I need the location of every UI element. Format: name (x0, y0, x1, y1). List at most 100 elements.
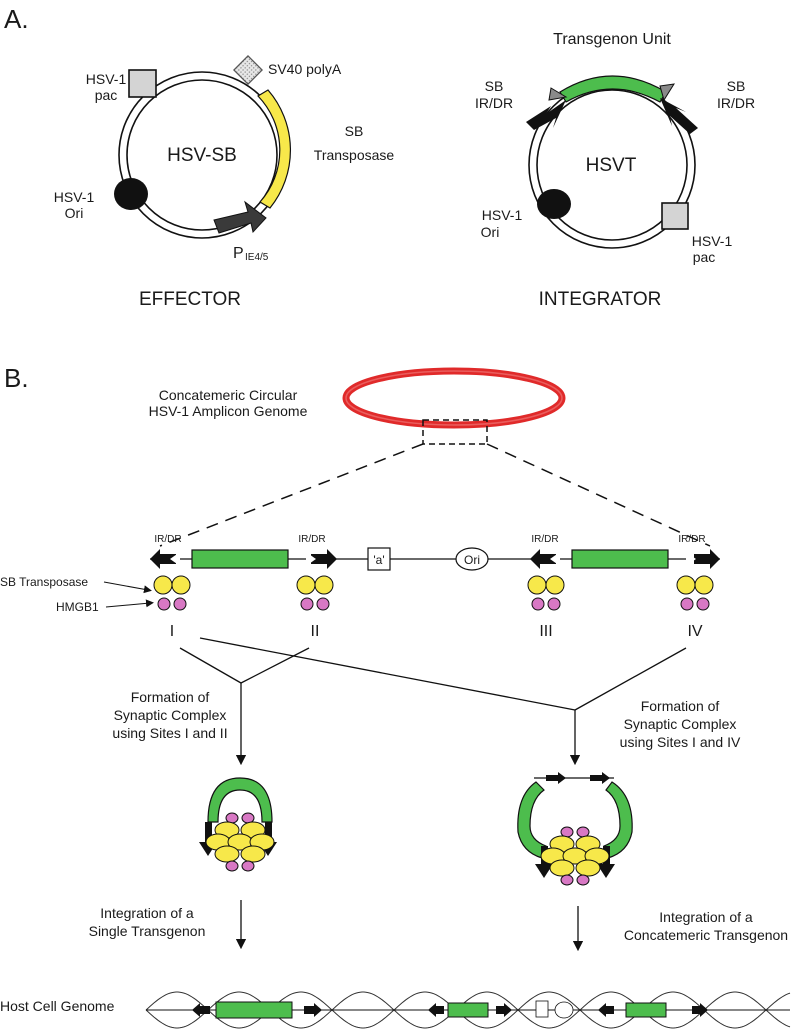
amplicon-label-2: HSV-1 Amplicon Genome (149, 403, 308, 419)
linear-map (150, 547, 720, 571)
site-label-IV: IV (687, 623, 702, 640)
left-irdr-arrow (526, 100, 566, 130)
transposase-dot (153, 575, 173, 595)
left-path-line-3: using Sites I and II (112, 725, 227, 741)
hmgb1-dot (241, 812, 255, 824)
effector-name: HSV-SB (167, 145, 237, 166)
left-integration-line-1: Integration of a (100, 905, 194, 921)
promoter-arrow (213, 200, 267, 234)
right-path-line-3: using Sites I and IV (620, 734, 741, 750)
transposase-label-2: Transposase (314, 147, 395, 163)
hmgb1-dot (560, 874, 574, 886)
integrator-name: HSVT (586, 155, 637, 176)
host-genome-inserts (192, 1000, 708, 1019)
panel-b-label: B. (4, 363, 29, 393)
transgenon-unit-label: Transgenon Unit (553, 31, 671, 48)
transposase-label-1: SB (345, 123, 364, 139)
right-irdr-arrow (660, 98, 698, 134)
integrator-pac-label-1: HSV-1 (692, 233, 733, 249)
transposase-dot (549, 859, 575, 877)
protein-groups (153, 575, 714, 611)
helix-strand-1 (145, 991, 791, 1029)
integrator-pac-label-2: pac (693, 249, 716, 265)
pathway-lines (179, 637, 687, 766)
hmgb1-dot (225, 812, 239, 824)
effector-title: EFFECTOR (139, 289, 241, 310)
synaptic-complex-single (199, 777, 277, 872)
protein-pair-3 (527, 575, 565, 611)
irdr-label-1: IR/DR (154, 534, 181, 545)
hmgb1-dot (241, 860, 255, 872)
effector-pac-label-2: pac (95, 87, 118, 103)
hmgb1-dot (560, 826, 574, 838)
synaptic-complex-concatemeric (517, 772, 633, 886)
protein-pair-4 (676, 575, 714, 611)
transposase-dot (296, 575, 316, 595)
promoter-label: P (233, 245, 244, 262)
site-label-III: III (539, 623, 552, 640)
irdr-label-3: IR/DR (531, 534, 558, 545)
right-path-line-1: Formation of (641, 698, 720, 714)
transposase-dot (676, 575, 696, 595)
left-path-line-2: Synaptic Complex (114, 707, 227, 723)
hmgb1-dot (547, 597, 561, 611)
transposase-dot (527, 575, 547, 595)
right-integration-line-1: Integration of a (659, 909, 753, 925)
integrator-pac (661, 202, 689, 230)
transgene-box-2 (571, 549, 669, 569)
transposase-dot (314, 575, 334, 595)
host-genome-label: Host Cell Genome (0, 998, 115, 1014)
amplicon-label-1: Concatemeric Circular (159, 387, 298, 403)
zoom-box (422, 419, 488, 445)
transposase-dot (240, 845, 266, 863)
left-integration-line-2: Single Transgenon (89, 923, 206, 939)
hmgb1-dot (531, 597, 545, 611)
site-label-I: I (170, 623, 174, 640)
effector-ori-label-1: HSV-1 (54, 189, 95, 205)
hmgb1-dot (576, 874, 590, 886)
transposase-gene (257, 89, 292, 209)
a-element-box (367, 547, 391, 571)
polya-box (233, 55, 263, 85)
irdr-label-4: IR/DR (678, 534, 705, 545)
effector-ori-label-2: Ori (65, 205, 84, 221)
hmgb1-dot (576, 826, 590, 838)
ori-element (114, 178, 148, 210)
site-label-II: II (311, 623, 320, 640)
transgene-arc (559, 75, 667, 103)
integrator-ori-label-1: HSV-1 (482, 207, 523, 223)
integrator-plasmid (526, 75, 698, 249)
effector-plasmid (114, 55, 292, 239)
transposase-dot (575, 859, 601, 877)
integrator-title: INTEGRATOR (539, 289, 662, 310)
transposase-dot (214, 845, 240, 863)
hmgb1-dot (173, 597, 187, 611)
protein-pair-2 (296, 575, 334, 611)
transposase-dot (171, 575, 191, 595)
left-path-line-1: Formation of (131, 689, 210, 705)
transposase-dot (545, 575, 565, 595)
hmgb1-legend: HMGB1 (56, 600, 99, 614)
helix-strand-2 (145, 991, 791, 1029)
right-site-label-2: IR/DR (717, 95, 755, 111)
panel-a-label: A. (4, 4, 29, 34)
transposase-legend: SB Transposase (0, 575, 88, 589)
hmgb1-dot (157, 597, 171, 611)
integrator-ori (537, 189, 571, 219)
right-site-label-1: SB (727, 78, 746, 94)
pac-box (128, 69, 157, 98)
left-site-label-1: SB (485, 78, 504, 94)
a-element-label: 'a' (373, 553, 384, 567)
irdr-label-2: IR/DR (298, 534, 325, 545)
promoter-subscript: IE4/5 (245, 252, 269, 263)
transposase-dot (694, 575, 714, 595)
protein-pair-1 (153, 575, 191, 611)
polya-label: SV40 polyA (268, 61, 342, 77)
hmgb1-dot (316, 597, 330, 611)
transgene-box-1 (191, 549, 289, 569)
right-integration-line-2: Concatemeric Transgenon (624, 927, 788, 943)
left-site-label-2: IR/DR (475, 95, 513, 111)
ori-ellipse (455, 547, 489, 571)
effector-pac-label-1: HSV-1 (86, 71, 127, 87)
